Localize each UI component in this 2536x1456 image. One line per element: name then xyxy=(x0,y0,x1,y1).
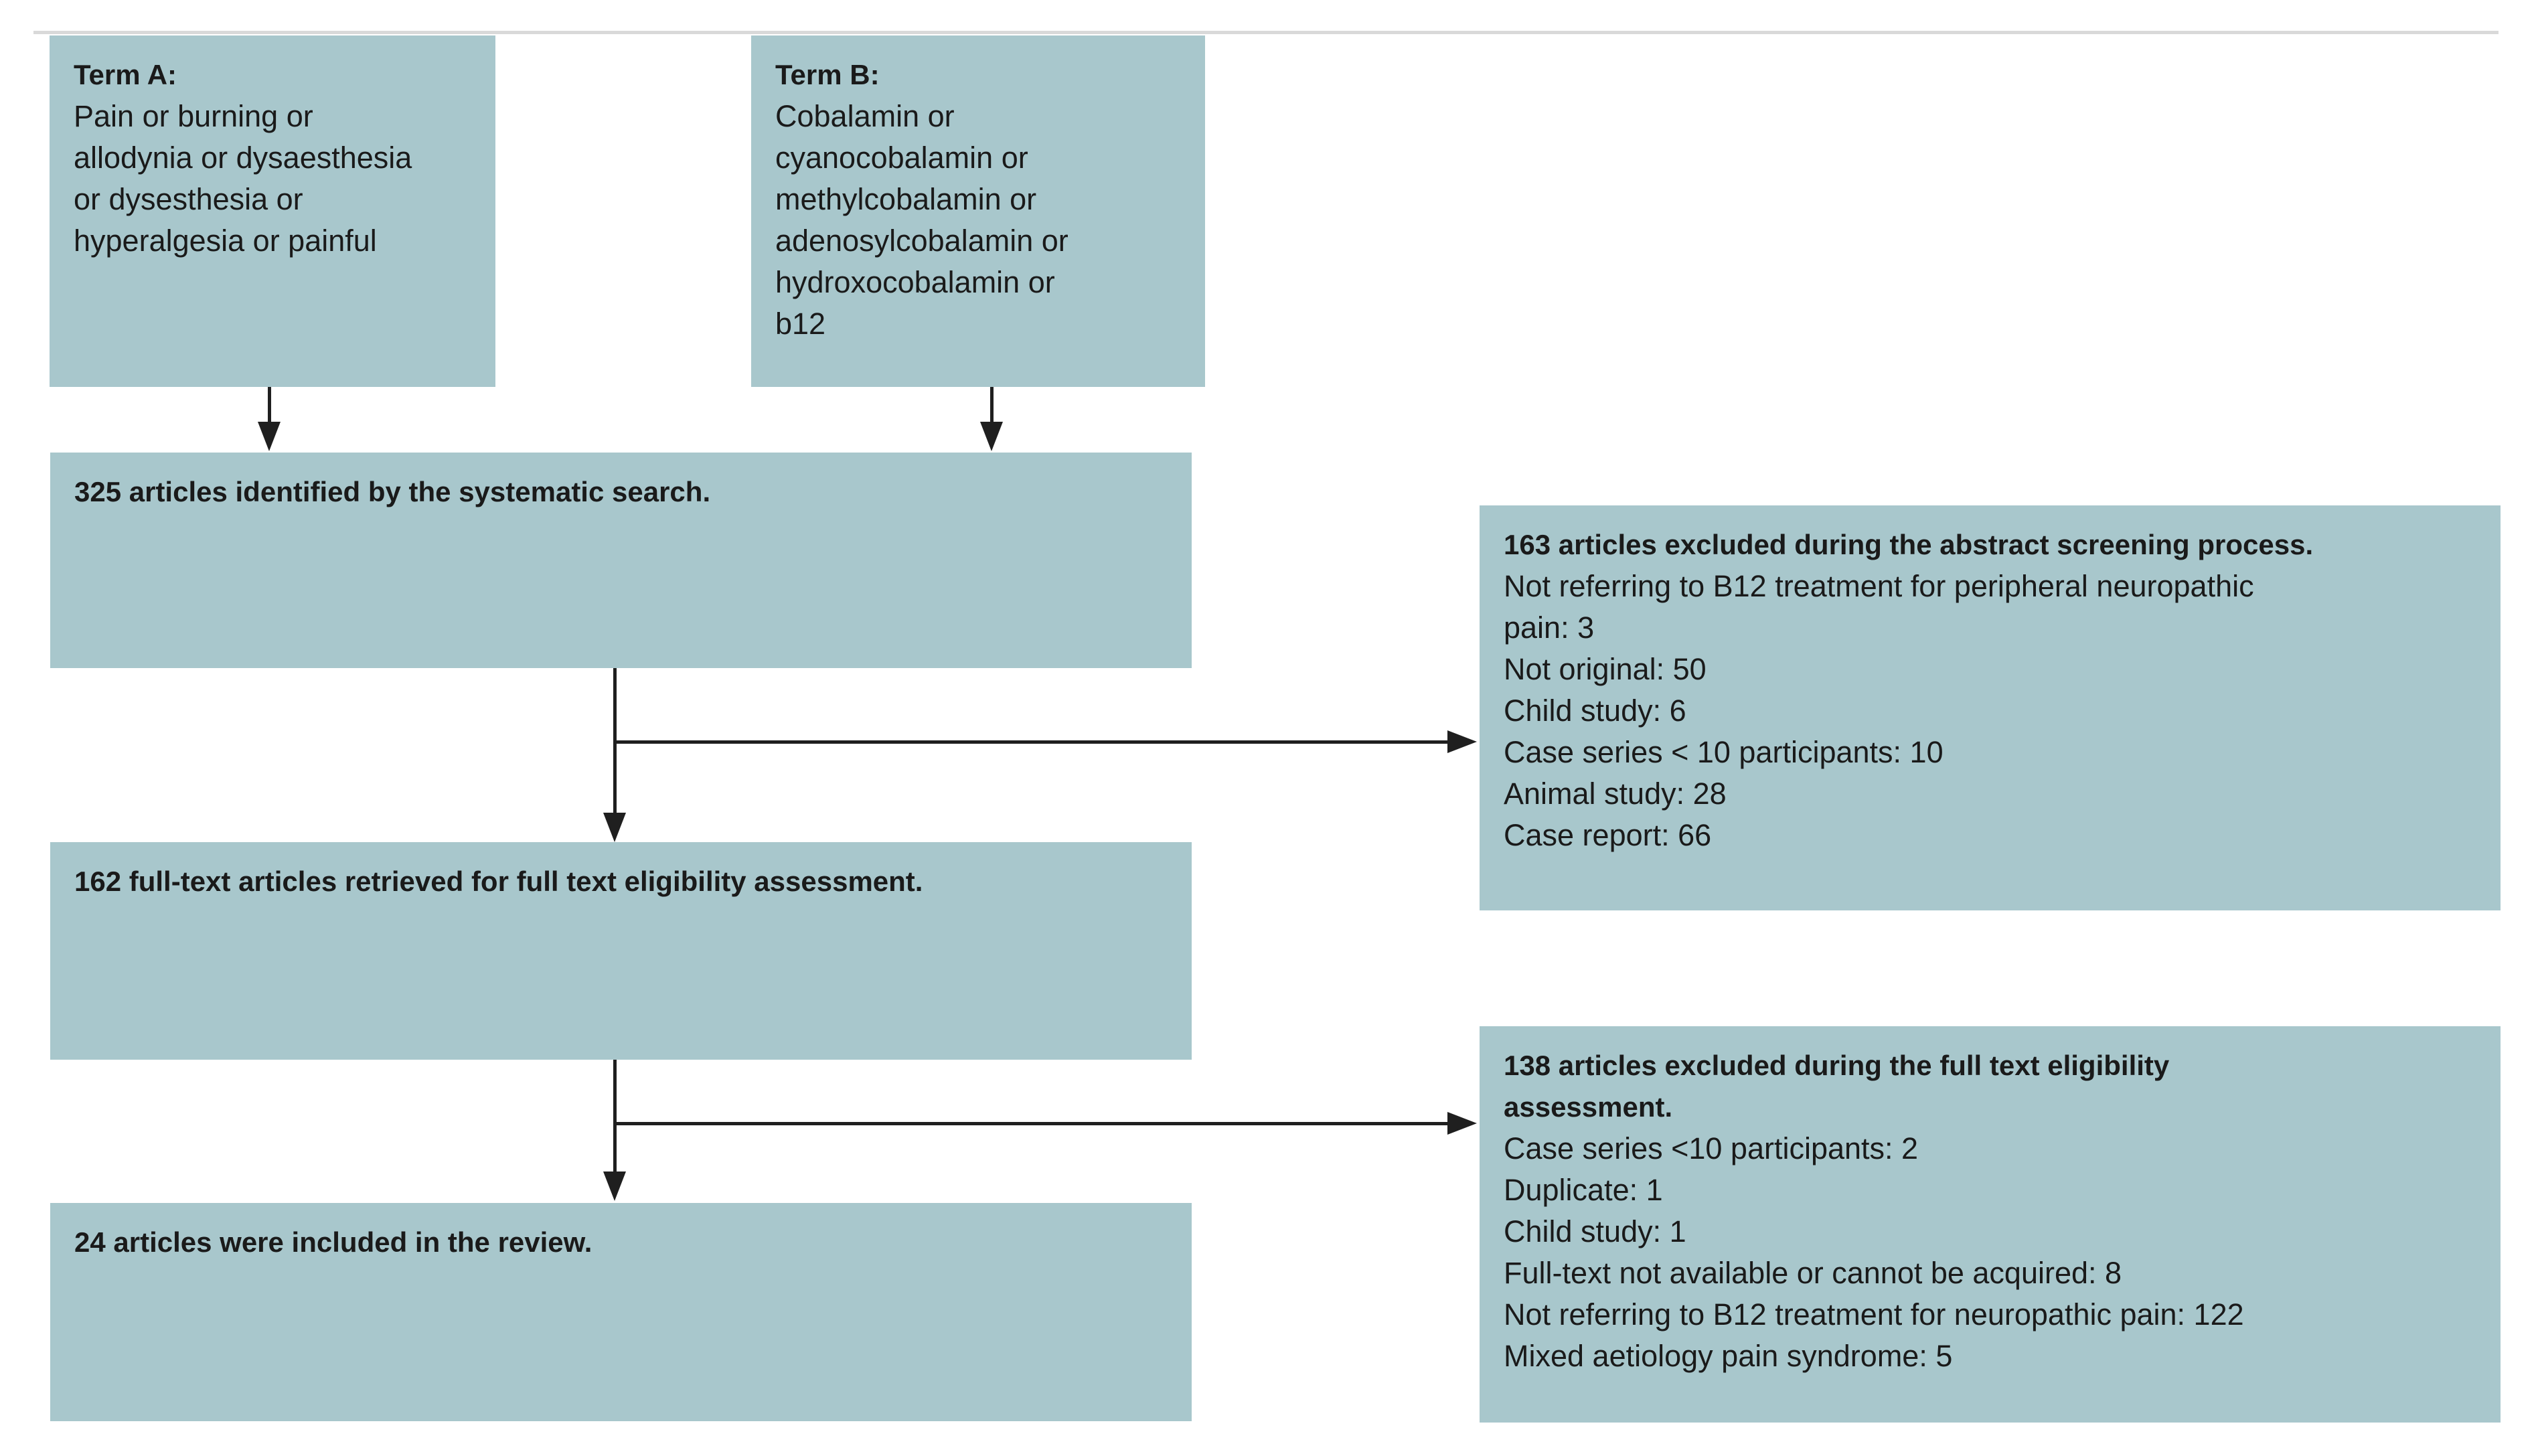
identified-title: 325 articles identified by the systemati… xyxy=(74,476,711,507)
term-b-title: Term B: xyxy=(775,59,880,90)
term-a-title: Term A: xyxy=(74,59,177,90)
term-b-body: Cobalamin or cyanocobalamin or methylcob… xyxy=(775,99,1068,341)
branch-to-abstract-exclusions-line xyxy=(613,740,1449,744)
fulltext-retrieved-title: 162 full-text articles retrieved for ful… xyxy=(74,866,923,897)
term-b-arrowhead-icon xyxy=(980,422,1003,451)
included-title: 24 articles were included in the review. xyxy=(74,1226,592,1258)
term-a-body: Pain or burning or allodynia or dysaesth… xyxy=(74,99,412,258)
fulltext-to-included-line xyxy=(613,1060,617,1173)
identified-to-fulltext-arrowhead-icon xyxy=(603,813,626,842)
excluded-abstract-body: Not referring to B12 treatment for perip… xyxy=(1504,569,2254,852)
term-a-box: Term A: Pain or burning or allodynia or … xyxy=(50,35,495,387)
excluded-fulltext-box: 138 articles excluded during the full te… xyxy=(1480,1026,2501,1423)
term-a-arrow-line xyxy=(268,387,271,423)
term-b-arrow-line xyxy=(990,387,994,423)
fulltext-to-included-arrowhead-icon xyxy=(603,1171,626,1201)
top-divider xyxy=(33,31,2499,34)
branch-to-fulltext-exclusions-line xyxy=(613,1122,1449,1125)
identified-box: 325 articles identified by the systemati… xyxy=(50,453,1192,668)
excluded-abstract-box: 163 articles excluded during the abstrac… xyxy=(1480,505,2501,910)
branch-to-fulltext-exclusions-arrowhead-icon xyxy=(1447,1112,1477,1135)
fulltext-retrieved-box: 162 full-text articles retrieved for ful… xyxy=(50,842,1192,1060)
branch-to-abstract-exclusions-arrowhead-icon xyxy=(1447,730,1477,753)
excluded-fulltext-body: Case series <10 participants: 2 Duplicat… xyxy=(1504,1131,2244,1373)
excluded-abstract-title: 163 articles excluded during the abstrac… xyxy=(1504,529,2314,560)
excluded-fulltext-title: 138 articles excluded during the full te… xyxy=(1504,1050,2170,1123)
included-box: 24 articles were included in the review. xyxy=(50,1203,1192,1421)
term-b-box: Term B: Cobalamin or cyanocobalamin or m… xyxy=(751,35,1205,387)
term-a-arrowhead-icon xyxy=(258,422,281,451)
